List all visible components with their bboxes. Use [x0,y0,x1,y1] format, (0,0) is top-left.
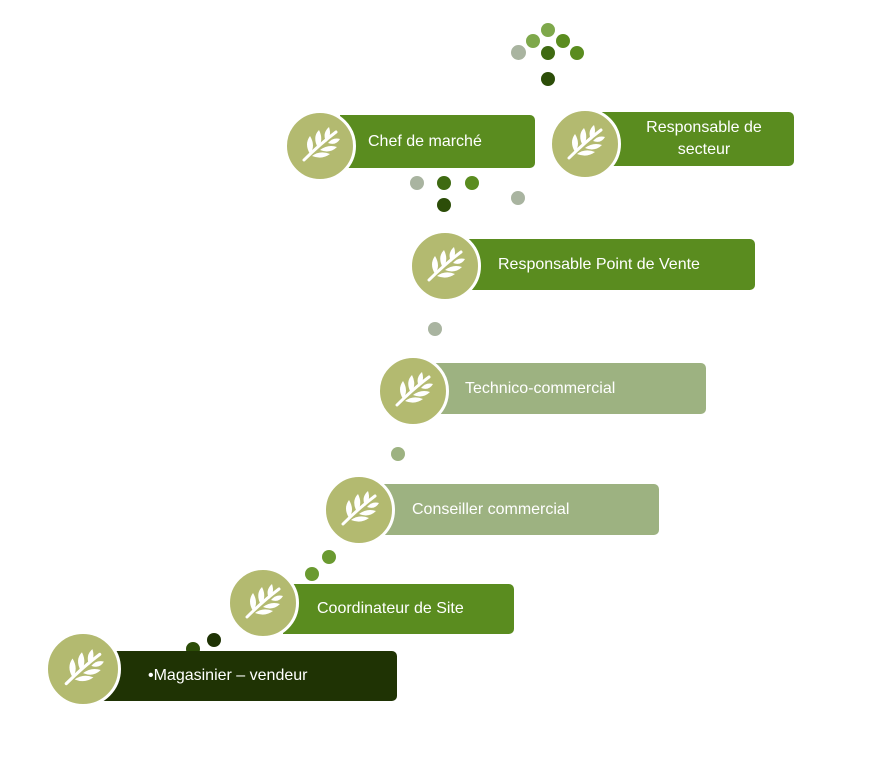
connector-dot [511,191,525,205]
connector-dot [428,322,442,336]
wheat-leaf-icon [567,123,607,160]
step-badge [409,230,481,302]
wheat-leaf-icon [427,245,467,282]
connector-dot [556,34,570,48]
connector-dot [541,23,555,37]
step-label-box: •Magasinier – vendeur [100,651,397,701]
step-badge [377,355,449,427]
connector-dot [437,198,451,212]
connector-dot [570,46,584,60]
connector-dot [511,45,526,60]
step-badge [45,631,121,707]
wheat-leaf-icon [341,489,381,526]
connector-dot [465,176,479,190]
wheat-leaf-icon [245,582,285,619]
step-label-box: Chef de marché [340,115,535,168]
connector-dot [410,176,424,190]
connector-dot [437,176,451,190]
step-label-box: Conseiller commercial [380,484,659,535]
step-label: Responsable Point de Vente [498,255,700,273]
step-badge [323,474,395,546]
connector-dot [541,46,555,60]
step-label: Coordinateur de Site [317,600,464,617]
step-label: •Magasinier – vendeur [148,667,308,684]
connector-dot [391,447,405,461]
step-label-box: Technico-commercial [433,363,706,414]
step-badge [227,567,299,639]
step-label: Responsable de secteur [646,119,762,158]
step-label: Conseiller commercial [412,500,570,518]
step-badge [549,108,621,180]
connector-dot [207,633,221,647]
step-label-box: Coordinateur de Site [283,584,514,634]
wheat-leaf-icon [64,647,106,686]
connector-dot [305,567,319,581]
step-label-box: Responsable Point de Vente [465,239,755,290]
connector-dot [526,34,540,48]
wheat-leaf-icon [302,125,342,162]
step-label: Technico-commercial [465,379,616,397]
wheat-leaf-icon [395,370,435,407]
connector-dot [541,72,555,86]
connector-dot [322,550,336,564]
step-label: Chef de marché [368,132,482,150]
step-label-box: Responsable de secteur [600,112,794,166]
step-badge [284,110,356,182]
